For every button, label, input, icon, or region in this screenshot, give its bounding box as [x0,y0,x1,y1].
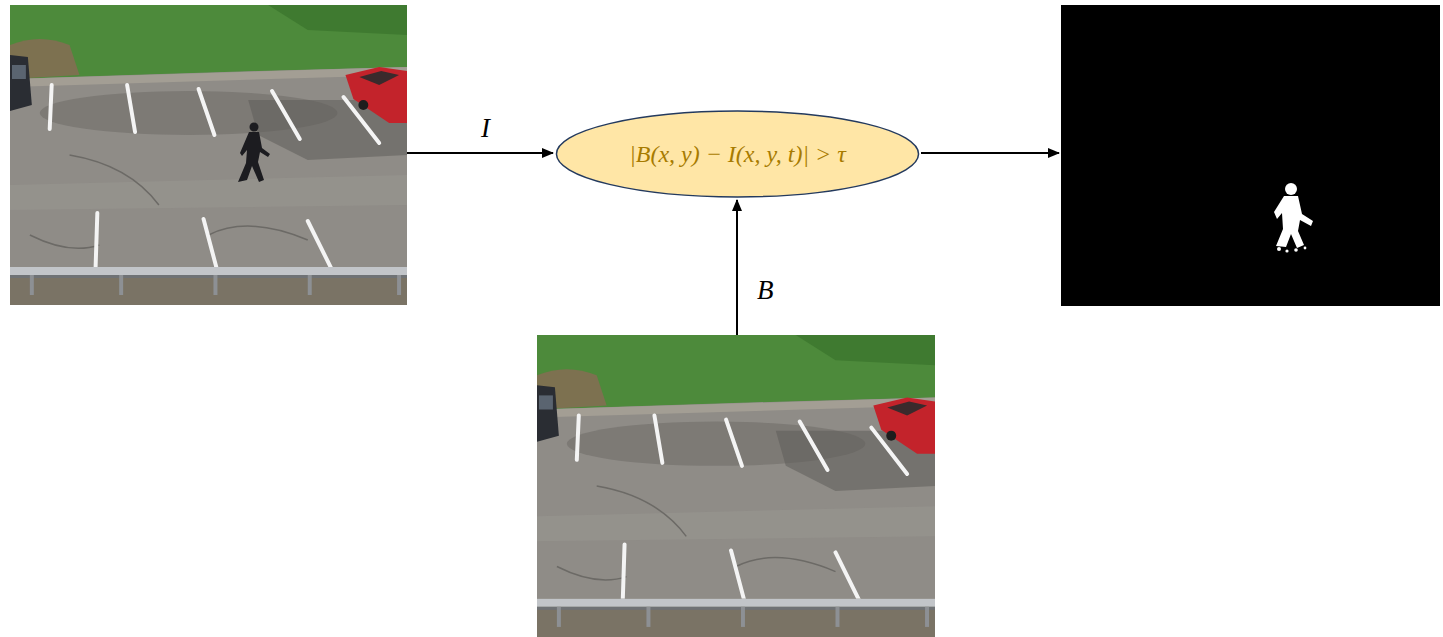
foreground-mask [1061,5,1440,306]
background-frame [537,335,935,637]
ellipse-shape [556,111,918,197]
parking-lot-photo [537,335,935,637]
signal-label: I [478,114,493,144]
walking-person [238,123,270,183]
input-frame [10,5,407,305]
ellipse-content: |B(x, y) − I(x, y, t)| > τ [555,110,920,198]
signal-label: B [754,276,777,306]
parking-lot-photo [10,5,407,305]
background-arrow [736,200,738,335]
operation-ellipse: |B(x, y) − I(x, y, t)| > τ [555,110,920,198]
input-arrow [407,152,553,154]
output-arrow [921,152,1059,154]
formula-text: |B(x, y) − I(x, y, t)| > τ [629,140,846,169]
